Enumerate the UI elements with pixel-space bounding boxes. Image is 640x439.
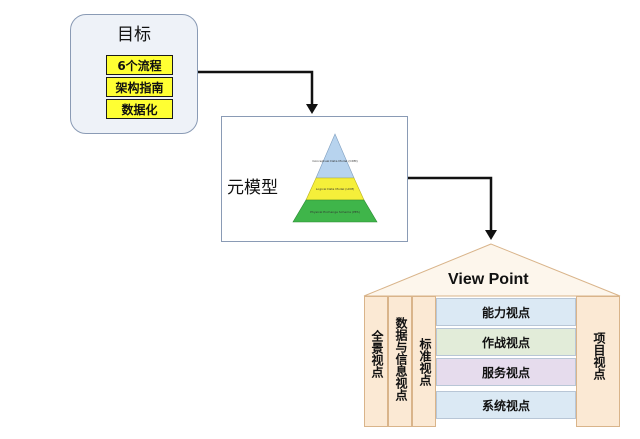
arrowhead-meta <box>306 104 318 114</box>
pyramid-top-layer <box>315 133 355 179</box>
pyramid-top-label: Conceptual Data Model (CDM) <box>312 159 357 163</box>
goal-item-datafication: 数据化 <box>106 99 173 119</box>
viewpoint-row-service: 服务视点 <box>436 358 576 386</box>
goal-item-architecture-guide: 架构指南 <box>106 77 173 97</box>
viewpoint-row-system: 系统视点 <box>436 391 576 419</box>
arrowhead-viewpoint <box>485 230 497 240</box>
viewpoint-title: View Point <box>448 271 529 288</box>
viewpoint-roof <box>363 243 621 297</box>
pyramid-bottom-layer <box>292 199 378 223</box>
viewpoint-column-standard-label: 标准视点 <box>418 338 432 386</box>
arrow-meta-to-viewpoint <box>406 176 493 232</box>
viewpoint-row-capability: 能力视点 <box>436 298 576 326</box>
viewpoint-column-standard <box>412 296 436 427</box>
pyramid-bottom-label: Physical Exchange Schema (PES) <box>310 210 360 214</box>
pyramid-middle-label: Logical Data Model (LDM) <box>316 187 354 191</box>
meta-model-pyramid: Conceptual Data Model (CDM) Logical Data… <box>292 133 378 223</box>
arrow-goal-to-meta <box>196 70 314 106</box>
viewpoint-column-data-info <box>388 296 412 427</box>
viewpoint-column-data-info-label: 数据与信息视点 <box>394 317 408 401</box>
goal-title: 目标 <box>117 25 151 45</box>
goal-item-processes: 6个流程 <box>106 55 173 75</box>
viewpoint-column-panorama <box>364 296 388 427</box>
viewpoint-column-project <box>576 296 620 427</box>
viewpoint-column-panorama-label: 全景视点 <box>370 330 384 378</box>
viewpoint-column-project-label: 项目视点 <box>592 332 606 380</box>
meta-model-title: 元模型 <box>227 178 278 198</box>
viewpoint-row-operational: 作战视点 <box>436 328 576 356</box>
